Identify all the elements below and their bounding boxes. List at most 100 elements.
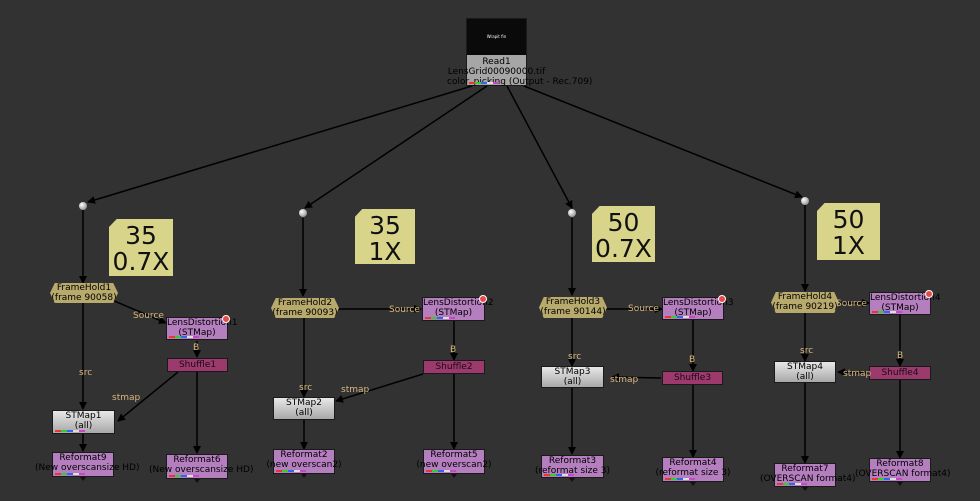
pipe-label-b: B xyxy=(689,355,696,365)
channel-indicator xyxy=(425,317,455,319)
node-name: Reformat2 xyxy=(280,450,328,460)
dot-node-3[interactable] xyxy=(568,209,576,217)
node-subtitle: (STMap) xyxy=(178,328,216,338)
framehold-node-4[interactable]: FrameHold4 (frame 90219) xyxy=(771,292,839,313)
pipe-label-stmap: stmap xyxy=(843,369,872,379)
read-thumbnail: Wrapit fin xyxy=(467,19,526,55)
dot-node-2[interactable] xyxy=(299,209,307,217)
reformat-node-8[interactable]: Reformat8 (OVERSCAN format4) xyxy=(855,458,951,482)
pipe-label-b: B xyxy=(897,351,904,361)
reformat-node-5[interactable]: Reformat5 (new overscan2) xyxy=(416,449,492,474)
channel-indicator xyxy=(544,474,574,476)
node-name: LensDistortion3 xyxy=(663,298,734,308)
sticky-note-line2: 0.7X xyxy=(112,247,170,276)
node-subtitle: (reformat size 3) xyxy=(655,468,731,478)
edge-read-dot3 xyxy=(506,85,573,209)
node-name: Reformat8 xyxy=(876,459,924,469)
shuffle-node-2[interactable]: Shuffle2 xyxy=(423,360,485,374)
reformat-node-9[interactable]: Reformat9 (New overscansize HD) xyxy=(35,452,139,477)
node-subtitle: (STMap) xyxy=(434,308,473,318)
framehold-node-1[interactable]: FrameHold1 (frame 90058) xyxy=(50,283,118,303)
pipe-label-src: src xyxy=(79,368,93,378)
stmap-node-4[interactable]: STMap4 (all) xyxy=(774,361,836,383)
stmap-node-2[interactable]: STMap2 (all) xyxy=(273,397,335,420)
node-name: Reformat3 xyxy=(548,456,597,466)
sticky-note-2[interactable]: 35 1X xyxy=(355,209,415,264)
reformat-node-2[interactable]: Reformat2 (new overscan2) xyxy=(266,449,342,474)
stmap-node-3[interactable]: STMap3 (all) xyxy=(541,366,604,388)
lensdistortion-node-2[interactable]: LensDistortion2 (STMap) xyxy=(422,295,494,321)
pipe-label-src: src xyxy=(568,352,582,362)
node-subtitle: (all) xyxy=(796,372,814,382)
node-subtitle: (reformat size 3) xyxy=(535,466,610,476)
shuffle-node-3[interactable]: Shuffle3 xyxy=(662,371,723,385)
node-name: Shuffle1 xyxy=(178,360,217,370)
channel-indicator xyxy=(169,336,199,338)
pipe-label-b: B xyxy=(193,343,200,353)
lensdistortion-node-1[interactable]: LensDistortion1 (STMap) xyxy=(166,315,238,340)
dot-node-4[interactable] xyxy=(801,197,809,205)
node-name: Reformat9 xyxy=(59,453,107,463)
node-name: STMap3 xyxy=(554,367,591,377)
channel-indicator xyxy=(426,470,456,472)
pipe-label-source: Source xyxy=(389,305,420,315)
reformat-node-7[interactable]: Reformat7 (OVERSCAN format4) xyxy=(760,463,856,487)
pipe-label-b: B xyxy=(450,345,457,355)
node-subtitle: (STMap) xyxy=(674,308,712,318)
node-subtitle: (all) xyxy=(295,408,313,418)
shuffle-node-4[interactable]: Shuffle4 xyxy=(869,366,931,380)
channel-indicator xyxy=(665,316,695,318)
sticky-note-1[interactable]: 35 0.7X xyxy=(109,219,173,276)
read-node[interactable]: Wrapit fin Read1 LensGrid00090000.tif co… xyxy=(447,18,592,87)
node-subtitle: (frame 90144) xyxy=(540,307,606,317)
node-name: LensDistortion2 xyxy=(423,298,494,308)
node-name: Reformat7 xyxy=(781,464,829,474)
node-name: FrameHold3 xyxy=(545,297,601,307)
channel-indicator xyxy=(777,483,807,485)
pipe-label-stmap: stmap xyxy=(112,393,141,403)
sticky-note-line1: 50 xyxy=(607,208,640,237)
pipe-label-source: Source xyxy=(836,299,867,309)
node-name: Shuffle4 xyxy=(881,368,919,378)
node-subtitle: (OVERSCAN format4) xyxy=(760,474,856,484)
node-name: Reformat5 xyxy=(430,450,478,460)
sticky-note-line1: 35 xyxy=(369,211,401,240)
pipe-label-src: src xyxy=(299,383,313,393)
node-subtitle: (New overscansize HD) xyxy=(149,465,254,475)
lensdistortion-node-4[interactable]: LensDistortion4 (STMap) xyxy=(869,290,941,315)
node-name: Shuffle2 xyxy=(435,362,473,372)
node-subtitle: (frame 90058) xyxy=(51,293,117,303)
node-subtitle: (STMap) xyxy=(881,303,919,313)
reformat-node-6[interactable]: Reformat6 (New overscansize HD) xyxy=(149,454,253,479)
node-name: FrameHold2 xyxy=(277,298,333,308)
node-name: FrameHold1 xyxy=(56,283,112,293)
sticky-note-3[interactable]: 50 0.7X xyxy=(592,206,655,262)
channel-indicator xyxy=(276,470,306,472)
node-subtitle: (new overscan2) xyxy=(266,460,342,470)
read-node-file: LensGrid00090000.tif xyxy=(447,67,546,77)
lensdistortion-node-3[interactable]: LensDistortion3 (STMap) xyxy=(662,295,734,320)
edge-read-dot4 xyxy=(523,85,803,199)
dot-node-1[interactable] xyxy=(79,202,87,210)
sticky-note-line1: 35 xyxy=(125,221,157,250)
reformat-node-3[interactable]: Reformat3 (reformat size 3) xyxy=(535,455,610,478)
node-name: Reformat4 xyxy=(669,458,717,468)
node-subtitle: (new overscan2) xyxy=(416,460,492,470)
modified-badge-icon xyxy=(925,290,933,298)
read-node-colorspace: color_picking (Output - Rec.709) xyxy=(447,77,593,87)
shuffle-node-1[interactable]: Shuffle1 xyxy=(167,358,228,372)
framehold-node-3[interactable]: FrameHold3 (frame 90144) xyxy=(539,297,607,318)
pipe-label-src: src xyxy=(800,346,814,356)
node-subtitle: (frame 90219) xyxy=(772,302,838,312)
modified-badge-icon xyxy=(718,295,726,303)
edge-read-dot1 xyxy=(87,85,473,204)
framehold-node-2[interactable]: FrameHold2 (frame 90093) xyxy=(271,298,339,318)
reformat-node-4[interactable]: Reformat4 (reformat size 3) xyxy=(656,457,731,482)
sticky-note-4[interactable]: 50 1X xyxy=(817,203,880,260)
node-name: LensDistortion4 xyxy=(870,293,941,303)
channel-indicator xyxy=(55,473,85,475)
sticky-note-line2: 1X xyxy=(368,237,402,266)
node-subtitle: (New overscansize HD) xyxy=(35,463,140,473)
stmap-node-1[interactable]: STMap1 (all) xyxy=(52,410,115,434)
